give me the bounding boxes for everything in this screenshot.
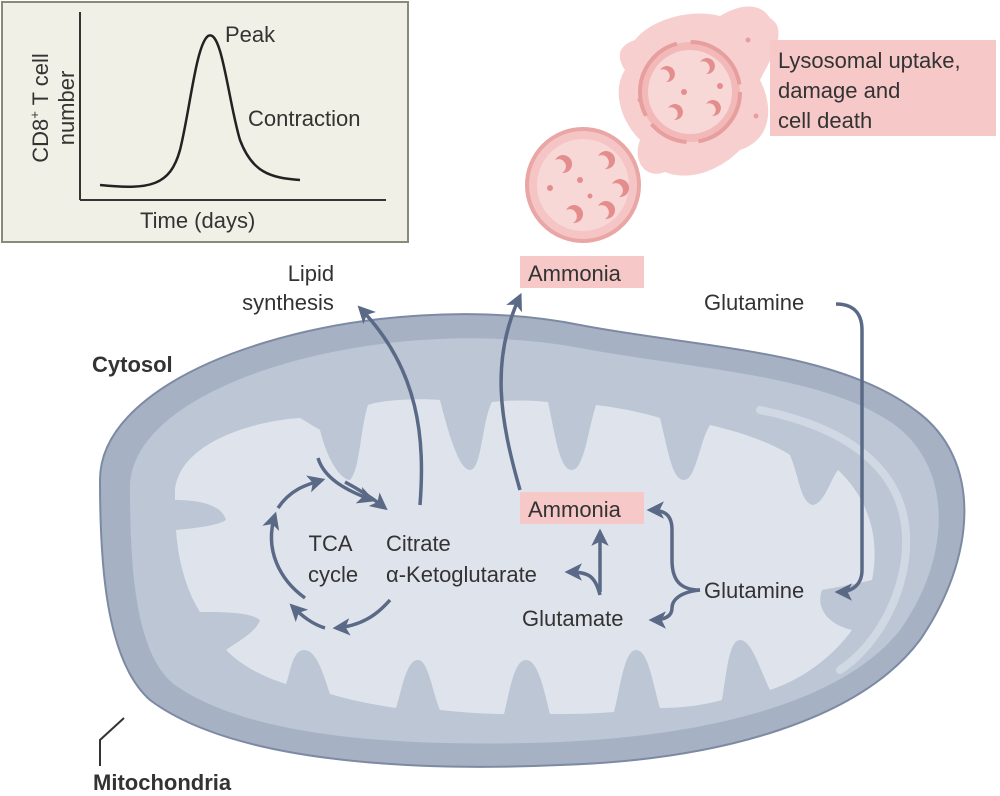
glutamate-label: Glutamate <box>522 606 624 631</box>
cytosol-label: Cytosol <box>92 352 173 377</box>
mitochondria-label: Mitochondria <box>93 770 232 795</box>
glutaminase-arrows <box>646 501 701 629</box>
glutamine-import-arrow <box>834 302 864 601</box>
akg-label: α-Ketoglutarate <box>386 562 537 587</box>
tca-cycle-arrows <box>262 457 392 636</box>
inset-chart: Peak Contraction Time (days) CD8+ T cell… <box>1 1 409 243</box>
mito-highlight <box>756 406 911 674</box>
mitochondria-leader-line <box>99 717 125 766</box>
lysosome-label-line1: Lysosomal uptake, <box>778 48 961 73</box>
lysosome-label-box <box>770 40 996 136</box>
inset-peak-label: Peak <box>225 22 276 47</box>
ammonia-outside-label: Ammonia <box>528 261 622 286</box>
lysosome-label-line2: damage and <box>778 78 900 103</box>
ammonia-export-arrow <box>499 292 522 491</box>
inset-y-label-line2: number <box>54 71 79 146</box>
inset-curve <box>99 34 301 188</box>
glutamine-outside-label: Glutamine <box>704 290 804 315</box>
ammonia-inside-box <box>520 492 644 524</box>
ammonia-outside-box <box>520 256 644 288</box>
intact-lysosome <box>525 127 641 243</box>
damaged-lysosome <box>618 6 779 176</box>
lysosome-label-line3: cell death <box>778 108 872 133</box>
inset-contraction-label: Contraction <box>248 106 361 131</box>
inset-y-label: CD8+ T cell <box>27 53 53 163</box>
lipid-synthesis-arrow <box>357 305 424 506</box>
glutamate-to-akg-arrow <box>564 563 602 596</box>
mitochondrion <box>98 313 966 768</box>
lipid-synthesis-label: Lipid synthesis <box>242 261 340 315</box>
tca-cycle-label: TCA cycle <box>308 531 358 587</box>
inset-x-label: Time (days) <box>140 208 255 233</box>
glutamine-inside-label: Glutamine <box>704 578 804 603</box>
citrate-label: Citrate <box>386 531 451 556</box>
ammonia-inside-label: Ammonia <box>528 497 622 522</box>
